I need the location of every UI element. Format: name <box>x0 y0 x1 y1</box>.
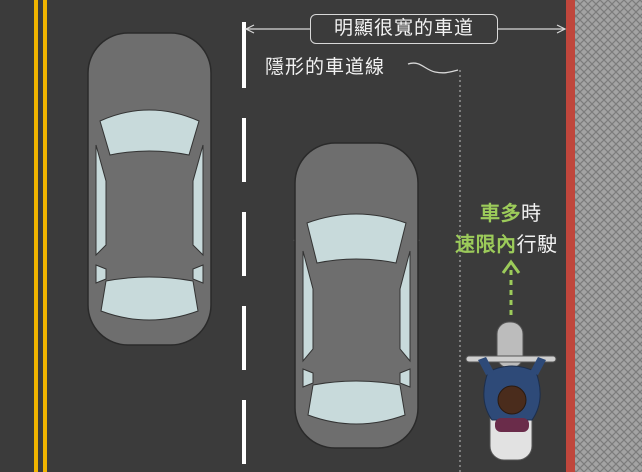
lane-width-label: 明顯很寬的車道 <box>310 14 498 44</box>
advice-line-1-normal: 時 <box>521 201 542 225</box>
center-line-right <box>43 0 47 472</box>
advice-line-2: 速限內行駛 <box>455 228 558 257</box>
advice-line-1-bold: 車多 <box>480 201 521 225</box>
hidden-line-label: 隱形的車道線 <box>265 52 385 79</box>
advice-line-2-bold: 速限內 <box>455 232 517 256</box>
car-right <box>293 143 420 448</box>
curb <box>566 0 575 472</box>
car-left <box>88 33 211 345</box>
center-line-left <box>34 0 38 472</box>
advice-line-2-normal: 行駛 <box>517 232 558 256</box>
advice-line-1: 車多時 <box>480 197 542 226</box>
sidewalk <box>575 0 642 472</box>
